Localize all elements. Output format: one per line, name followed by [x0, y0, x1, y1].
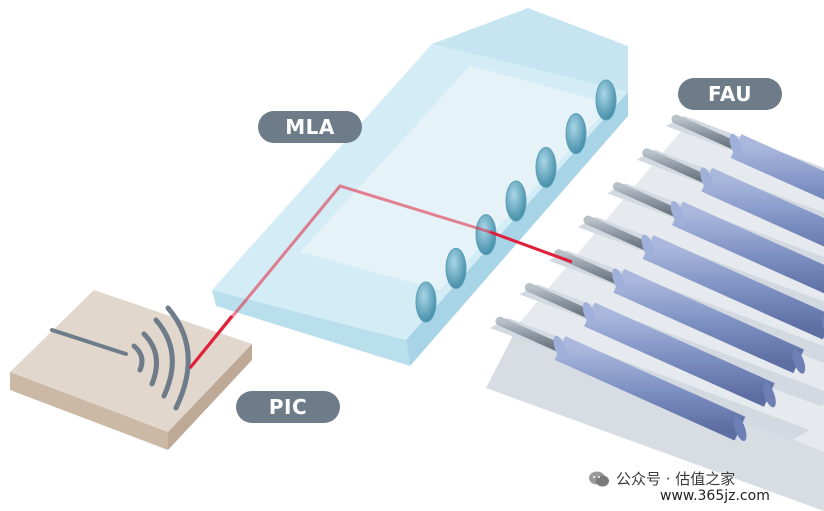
lens-icon: [536, 147, 556, 187]
wechat-icon: [588, 470, 610, 488]
watermark: 公众号 · 估值之家: [588, 468, 735, 489]
label-pic: PIC: [236, 391, 340, 423]
watermark-account: 公众号 · 估值之家: [616, 468, 735, 489]
lens-icon: [566, 114, 586, 154]
lens-icon: [446, 248, 466, 288]
label-mla: MLA: [258, 111, 362, 143]
lens-icon: [506, 181, 526, 221]
pic-top-face: [10, 290, 252, 432]
label-fau: FAU: [678, 78, 782, 110]
pic-chip: [10, 290, 252, 450]
lens-icon: [416, 282, 436, 322]
watermark-url: www.365jz.com: [660, 488, 770, 504]
lens-icon: [596, 80, 616, 120]
